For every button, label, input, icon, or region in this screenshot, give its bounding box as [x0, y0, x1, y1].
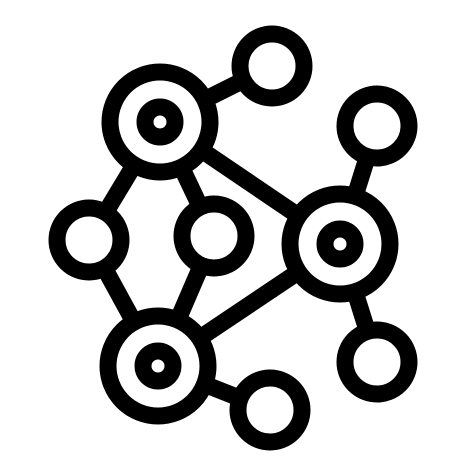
leaf-node-leafRightBottom — [336, 321, 418, 403]
hub-node-hubRight — [281, 185, 399, 303]
nodes-group — [48, 25, 418, 451]
hub-node-hubTop — [101, 63, 219, 181]
node-core — [316, 220, 364, 268]
node-core — [136, 98, 184, 146]
leaf-node-leafBottom — [229, 369, 311, 451]
node-ring — [336, 321, 418, 403]
leaf-node-leafLeft — [48, 199, 130, 281]
node-core — [134, 342, 182, 390]
node-ring — [48, 199, 130, 281]
node-ring — [231, 25, 313, 107]
leaf-node-leafRightTop — [336, 85, 418, 167]
node-ring — [336, 85, 418, 167]
leaf-node-leafTopRight — [231, 25, 313, 107]
leaf-node-leafCenter — [173, 195, 255, 277]
node-ring — [173, 195, 255, 277]
hub-node-hubBottom — [99, 307, 217, 425]
node-ring — [229, 369, 311, 451]
